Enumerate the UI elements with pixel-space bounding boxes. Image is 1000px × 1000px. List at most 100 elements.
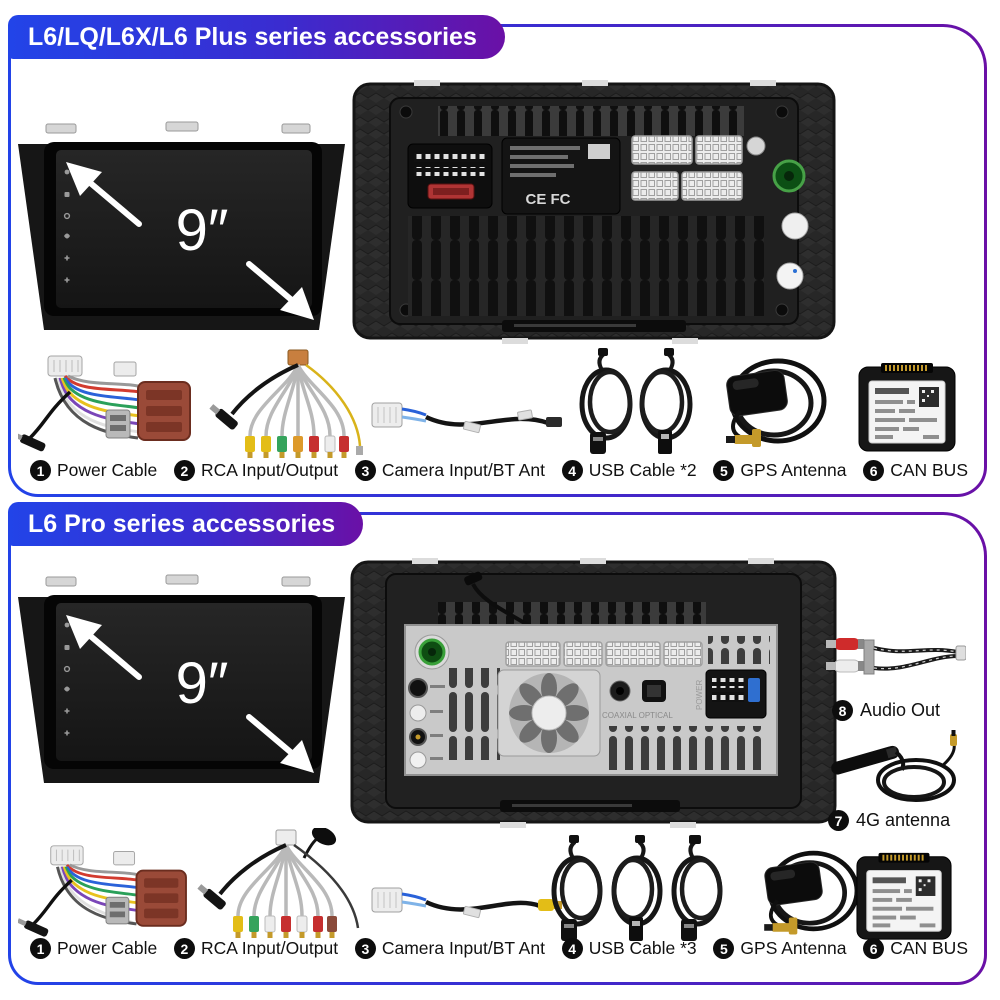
gps-puck — [726, 369, 788, 417]
label-power-cable: 1 Power Cable — [30, 938, 157, 959]
canbus-label — [866, 870, 942, 932]
item-number-badge: 4 — [561, 460, 583, 481]
aux-jack-cable — [218, 843, 287, 896]
rca-plugs — [245, 435, 349, 458]
item-label: Power Cable — [57, 460, 158, 480]
main-harness-socket — [407, 143, 493, 209]
section-1-banner: L6/LQ/L6X/L6 Plus series accessories — [8, 15, 505, 59]
section-2-banner: L6 Pro series accessories — [8, 502, 364, 546]
thin-wire — [293, 843, 360, 929]
antenna-plug — [18, 432, 46, 452]
usb-cables-photo — [579, 348, 693, 454]
touch-buttons-icon — [63, 169, 71, 283]
camera-cable-photo — [371, 887, 562, 919]
rca-fan-wires — [248, 364, 346, 437]
item-number-badge: 6 — [863, 460, 885, 481]
item-number-badge: 2 — [173, 460, 195, 481]
item-label: Power Cable — [57, 938, 158, 958]
item-number-badge: 3 — [354, 938, 376, 959]
aux-jack — [209, 404, 238, 430]
usb-cable-coil — [551, 835, 603, 941]
vent-slots — [438, 602, 706, 628]
round-connectors — [408, 678, 445, 769]
vent-slots — [438, 106, 744, 136]
power-cable-photo — [18, 355, 191, 452]
power-module — [705, 669, 767, 719]
usb-cables-photo — [551, 835, 723, 941]
canbus-box-photo — [856, 852, 952, 940]
item-label: RCA Input/Output — [200, 460, 339, 480]
item-label: 4G antenna — [856, 810, 951, 830]
diagonal-arrow-icon — [66, 615, 314, 773]
vent-slots — [708, 636, 770, 664]
item-number-badge: 5 — [713, 460, 735, 481]
item-number-badge: 8 — [832, 700, 853, 721]
usb-cable-coil — [671, 835, 723, 941]
mounting-tabs — [412, 558, 774, 828]
power-cable-photo — [18, 845, 187, 937]
item-label: Camera Input/BT Ant — [381, 938, 545, 958]
item-number-badge: 3 — [354, 460, 376, 481]
camera-cable-photo — [371, 402, 562, 434]
antenna-cable — [32, 878, 73, 926]
screen-size-text: 9″ — [176, 651, 229, 716]
thin-wire — [305, 363, 362, 447]
item-label: Camera Input/BT Ant — [381, 460, 545, 480]
round-port — [746, 136, 766, 156]
touch-buttons-icon — [63, 622, 71, 736]
wiring-connectors — [505, 641, 703, 667]
item-label: USB Cable *3 — [588, 938, 697, 958]
mounting-tabs — [45, 574, 311, 587]
item-label: CAN BUS — [890, 938, 968, 958]
coaxial-port — [609, 680, 631, 702]
mazda-connector — [135, 869, 187, 927]
section-1-title: L6/LQ/L6X/L6 Plus series accessories — [28, 23, 477, 51]
item-label: GPS Antenna — [740, 938, 847, 958]
item-number-badge: 1 — [30, 938, 51, 959]
head-unit-front-photo: 9″ — [18, 574, 345, 783]
screws — [399, 105, 789, 317]
round-port — [776, 262, 804, 290]
audio-out-photo — [826, 638, 966, 675]
antenna-plug — [18, 918, 49, 937]
label-power-cable: 1 Power Cable — [30, 460, 157, 481]
wiring-connectors — [631, 135, 743, 201]
usb-cable-coil — [611, 835, 663, 941]
gps-antenna-photo — [726, 358, 827, 447]
head-unit-pro-back-photo: COAXIAL OPTICAL POWER — [350, 558, 837, 828]
item-number-badge: 6 — [863, 938, 885, 959]
mazda-connector — [137, 381, 191, 441]
camera-cable — [425, 899, 541, 912]
item-number-badge: 1 — [30, 460, 51, 481]
rca-cable-photo — [197, 828, 360, 938]
screen — [56, 150, 312, 308]
canbus-label — [868, 380, 946, 444]
head-unit-back-photo: CE FC — [352, 80, 836, 344]
section-2-title: L6 Pro series accessories — [28, 510, 336, 538]
head-unit-front-photo: 9″ — [18, 121, 345, 330]
item-number-badge: 2 — [173, 938, 195, 959]
usb-cable-coil — [579, 348, 633, 454]
sma-connector — [764, 917, 798, 935]
heatsink-fins — [408, 216, 764, 316]
cooling-fan — [497, 669, 601, 757]
item-label: GPS Antenna — [740, 460, 847, 480]
spec-label-sticker: CE FC — [501, 137, 621, 215]
certification-marks: CE FC — [526, 191, 571, 208]
rca-fan-wires — [236, 844, 334, 917]
vent-slots — [448, 668, 500, 760]
antenna-cable — [28, 390, 72, 440]
rca-cable-photo — [209, 349, 363, 458]
item-label: USB Cable *2 — [588, 460, 697, 480]
item-label: Audio Out — [860, 700, 941, 720]
